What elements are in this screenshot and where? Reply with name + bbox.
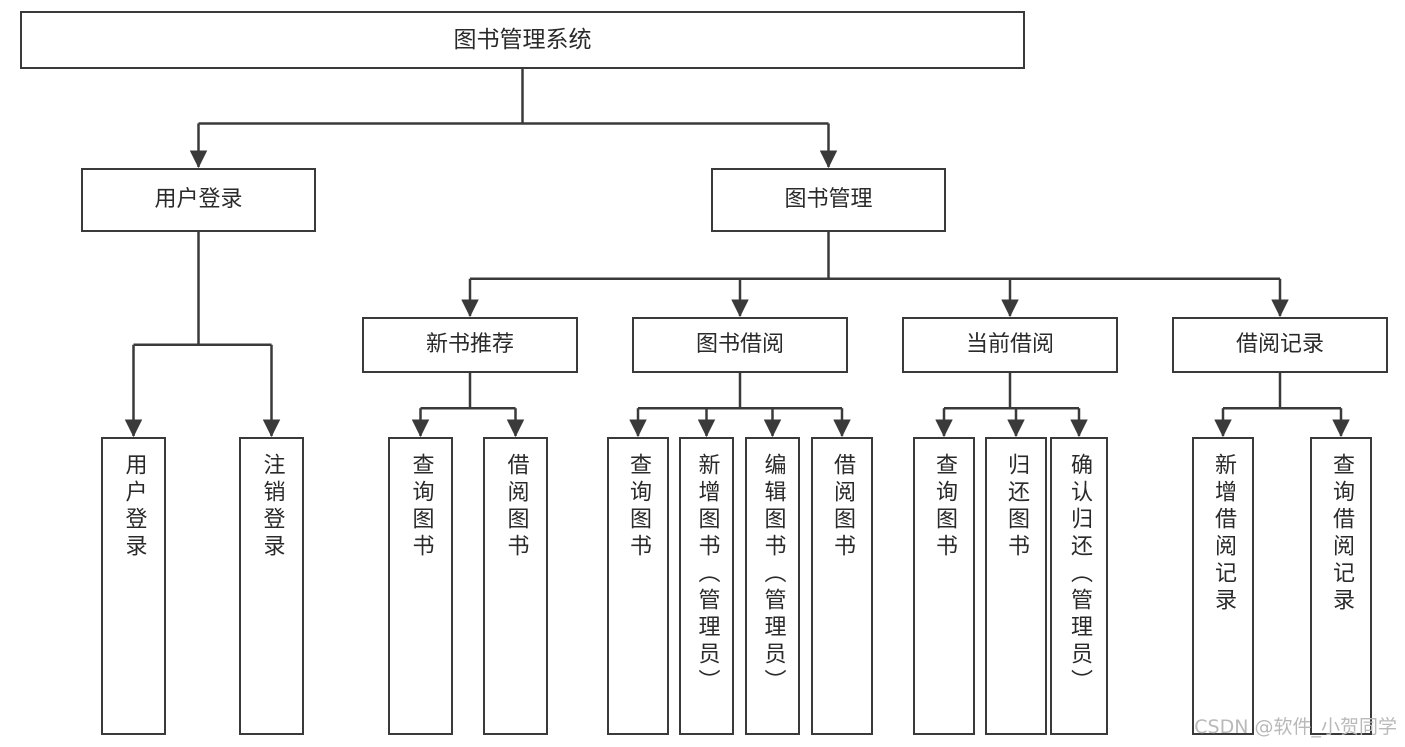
node-leaf-return-book[interactable]: 归还图书 [985, 437, 1047, 735]
node-label: 查询图书 [408, 453, 434, 561]
node-label: 用户登录 [121, 453, 147, 561]
node-label: 归还图书 [1004, 453, 1029, 561]
node-new-book-recommend[interactable]: 新书推荐 [362, 317, 578, 373]
watermark: CSDN @软件_小贺同学 [1194, 716, 1397, 738]
node-label: 用户登录 [154, 187, 243, 212]
node-label: 查询图书 [626, 453, 651, 561]
node-root-root[interactable]: 图书管理系统 [20, 11, 1025, 69]
node-label: 新书推荐 [425, 332, 514, 357]
node-leaf-borrow-book-1[interactable]: 借阅图书 [483, 437, 548, 735]
node-leaf-add-borrow-record[interactable]: 新增借阅记录 [1192, 437, 1254, 735]
node-label: 新增借阅记录 [1211, 453, 1236, 615]
node-leaf-edit-book[interactable]: 编辑图书（管理员） [745, 437, 800, 735]
node-label: 图书管理系统 [453, 26, 592, 53]
node-label: 确认归还（管理员） [1067, 453, 1092, 696]
node-user-login[interactable]: 用户登录 [81, 168, 316, 232]
node-leaf-borrow-book-2[interactable]: 借阅图书 [811, 437, 873, 735]
node-label: 注销登录 [259, 453, 285, 561]
node-label: 图书借阅 [695, 332, 784, 357]
node-book-manage[interactable]: 图书管理 [711, 168, 946, 232]
node-leaf-confirm-return[interactable]: 确认归还（管理员） [1050, 437, 1108, 735]
node-label: 借阅记录 [1235, 332, 1324, 357]
node-leaf-logout[interactable]: 注销登录 [239, 437, 304, 735]
node-book-borrow[interactable]: 图书借阅 [632, 317, 848, 373]
node-label: 新增图书（管理员） [694, 453, 720, 696]
node-leaf-user-login[interactable]: 用户登录 [101, 437, 166, 735]
node-label: 查询图书 [932, 453, 957, 561]
node-label: 查询借阅记录 [1329, 453, 1354, 615]
node-current-borrow[interactable]: 当前借阅 [902, 317, 1118, 373]
node-label: 图书管理 [784, 187, 873, 212]
node-leaf-query-book-1[interactable]: 查询图书 [388, 437, 453, 735]
node-label: 借阅图书 [830, 453, 855, 561]
node-leaf-query-borrow-record[interactable]: 查询借阅记录 [1310, 437, 1372, 735]
node-leaf-add-book[interactable]: 新增图书（管理员） [679, 437, 734, 735]
node-borrow-record[interactable]: 借阅记录 [1172, 317, 1388, 373]
node-label: 编辑图书（管理员） [760, 453, 786, 696]
node-leaf-query-book-2[interactable]: 查询图书 [607, 437, 669, 735]
node-label: 借阅图书 [503, 453, 529, 561]
node-label: 当前借阅 [965, 332, 1054, 357]
node-leaf-query-book-3[interactable]: 查询图书 [913, 437, 975, 735]
